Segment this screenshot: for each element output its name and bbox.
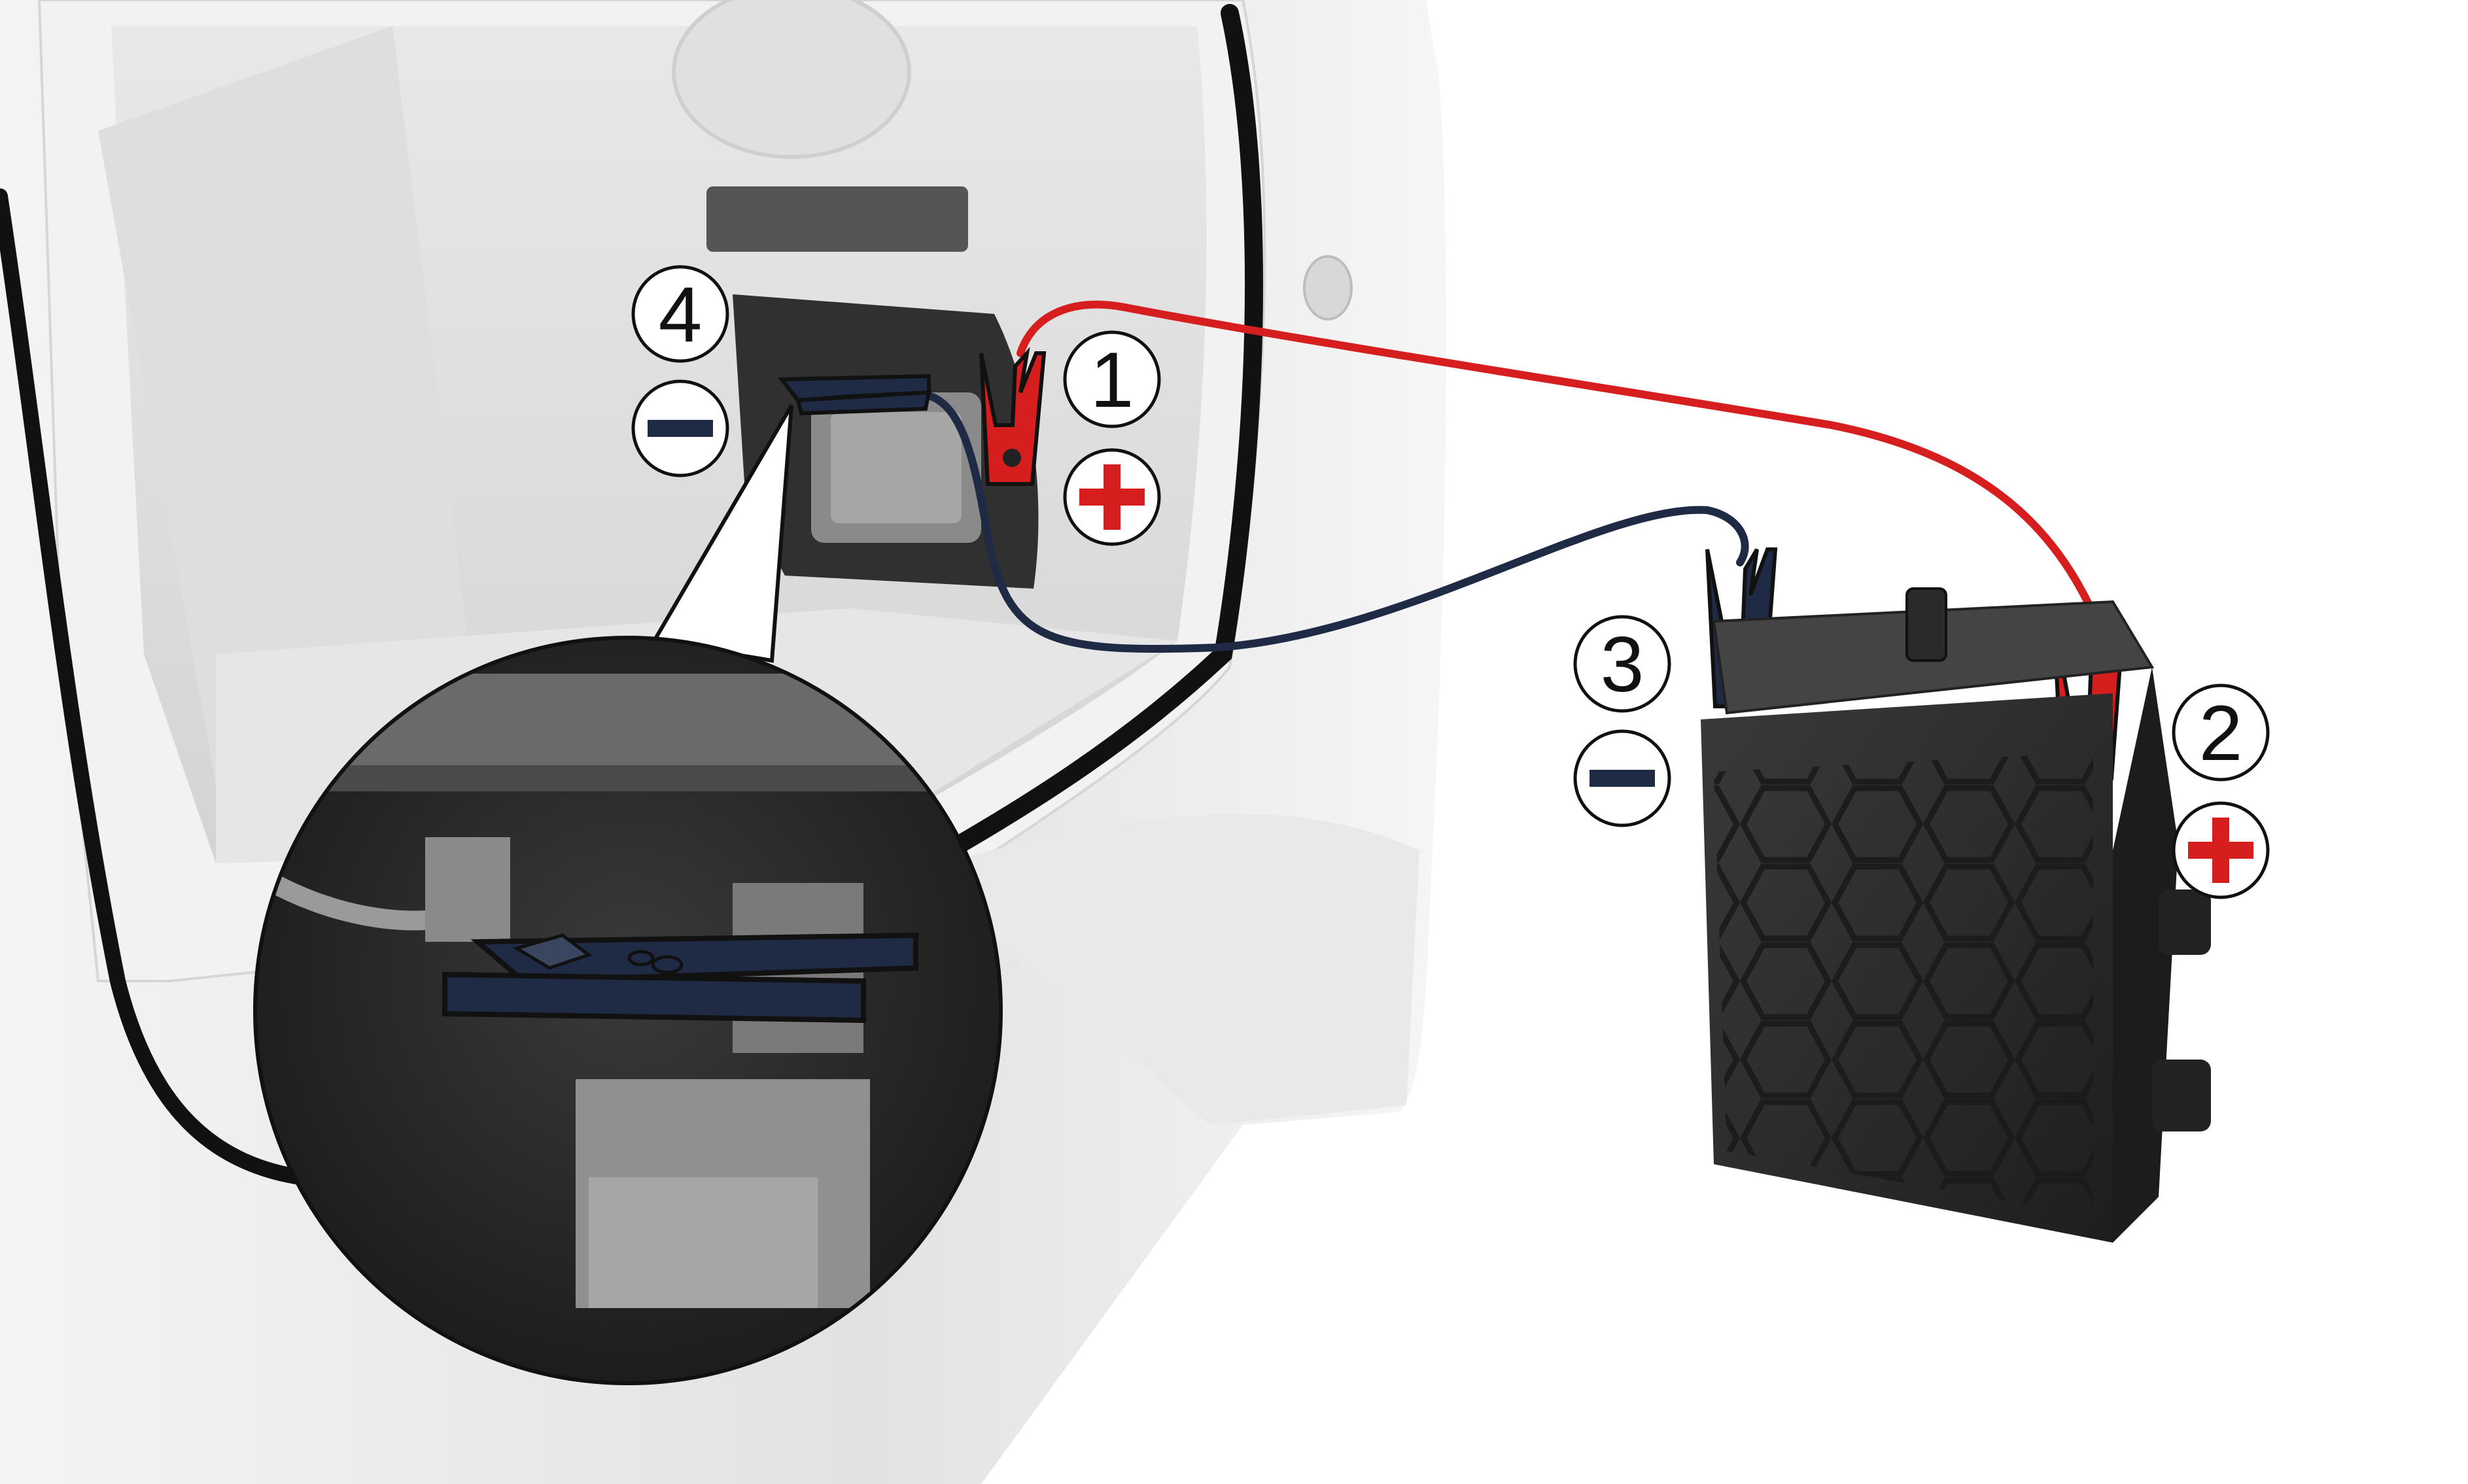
callout-2: 2 (2172, 683, 2270, 899)
positive-cable (1017, 300, 2104, 632)
callout-4-number: 4 (659, 271, 703, 358)
negative-cable (925, 392, 1749, 653)
door-latch (1303, 255, 1353, 320)
panel-slot (706, 186, 968, 252)
positive-clamp-car (979, 347, 1047, 486)
callout-2-number: 2 (2199, 689, 2243, 777)
callout-4: 4 (631, 265, 729, 477)
negative-clamp-car (777, 373, 931, 416)
door-seal (907, 4, 1263, 879)
zoom-inset (253, 404, 1003, 1385)
speaker-grille (672, 0, 911, 159)
callout-1: 1 (1063, 330, 1161, 546)
jumper-cables (925, 300, 2104, 653)
callout-1-number: 1 (1090, 336, 1134, 424)
auxiliary-battery (1701, 587, 2211, 1243)
callout-3: 3 (1573, 615, 1671, 827)
vent-nipple (1905, 587, 1947, 662)
callout-3-number: 3 (1601, 621, 1644, 708)
